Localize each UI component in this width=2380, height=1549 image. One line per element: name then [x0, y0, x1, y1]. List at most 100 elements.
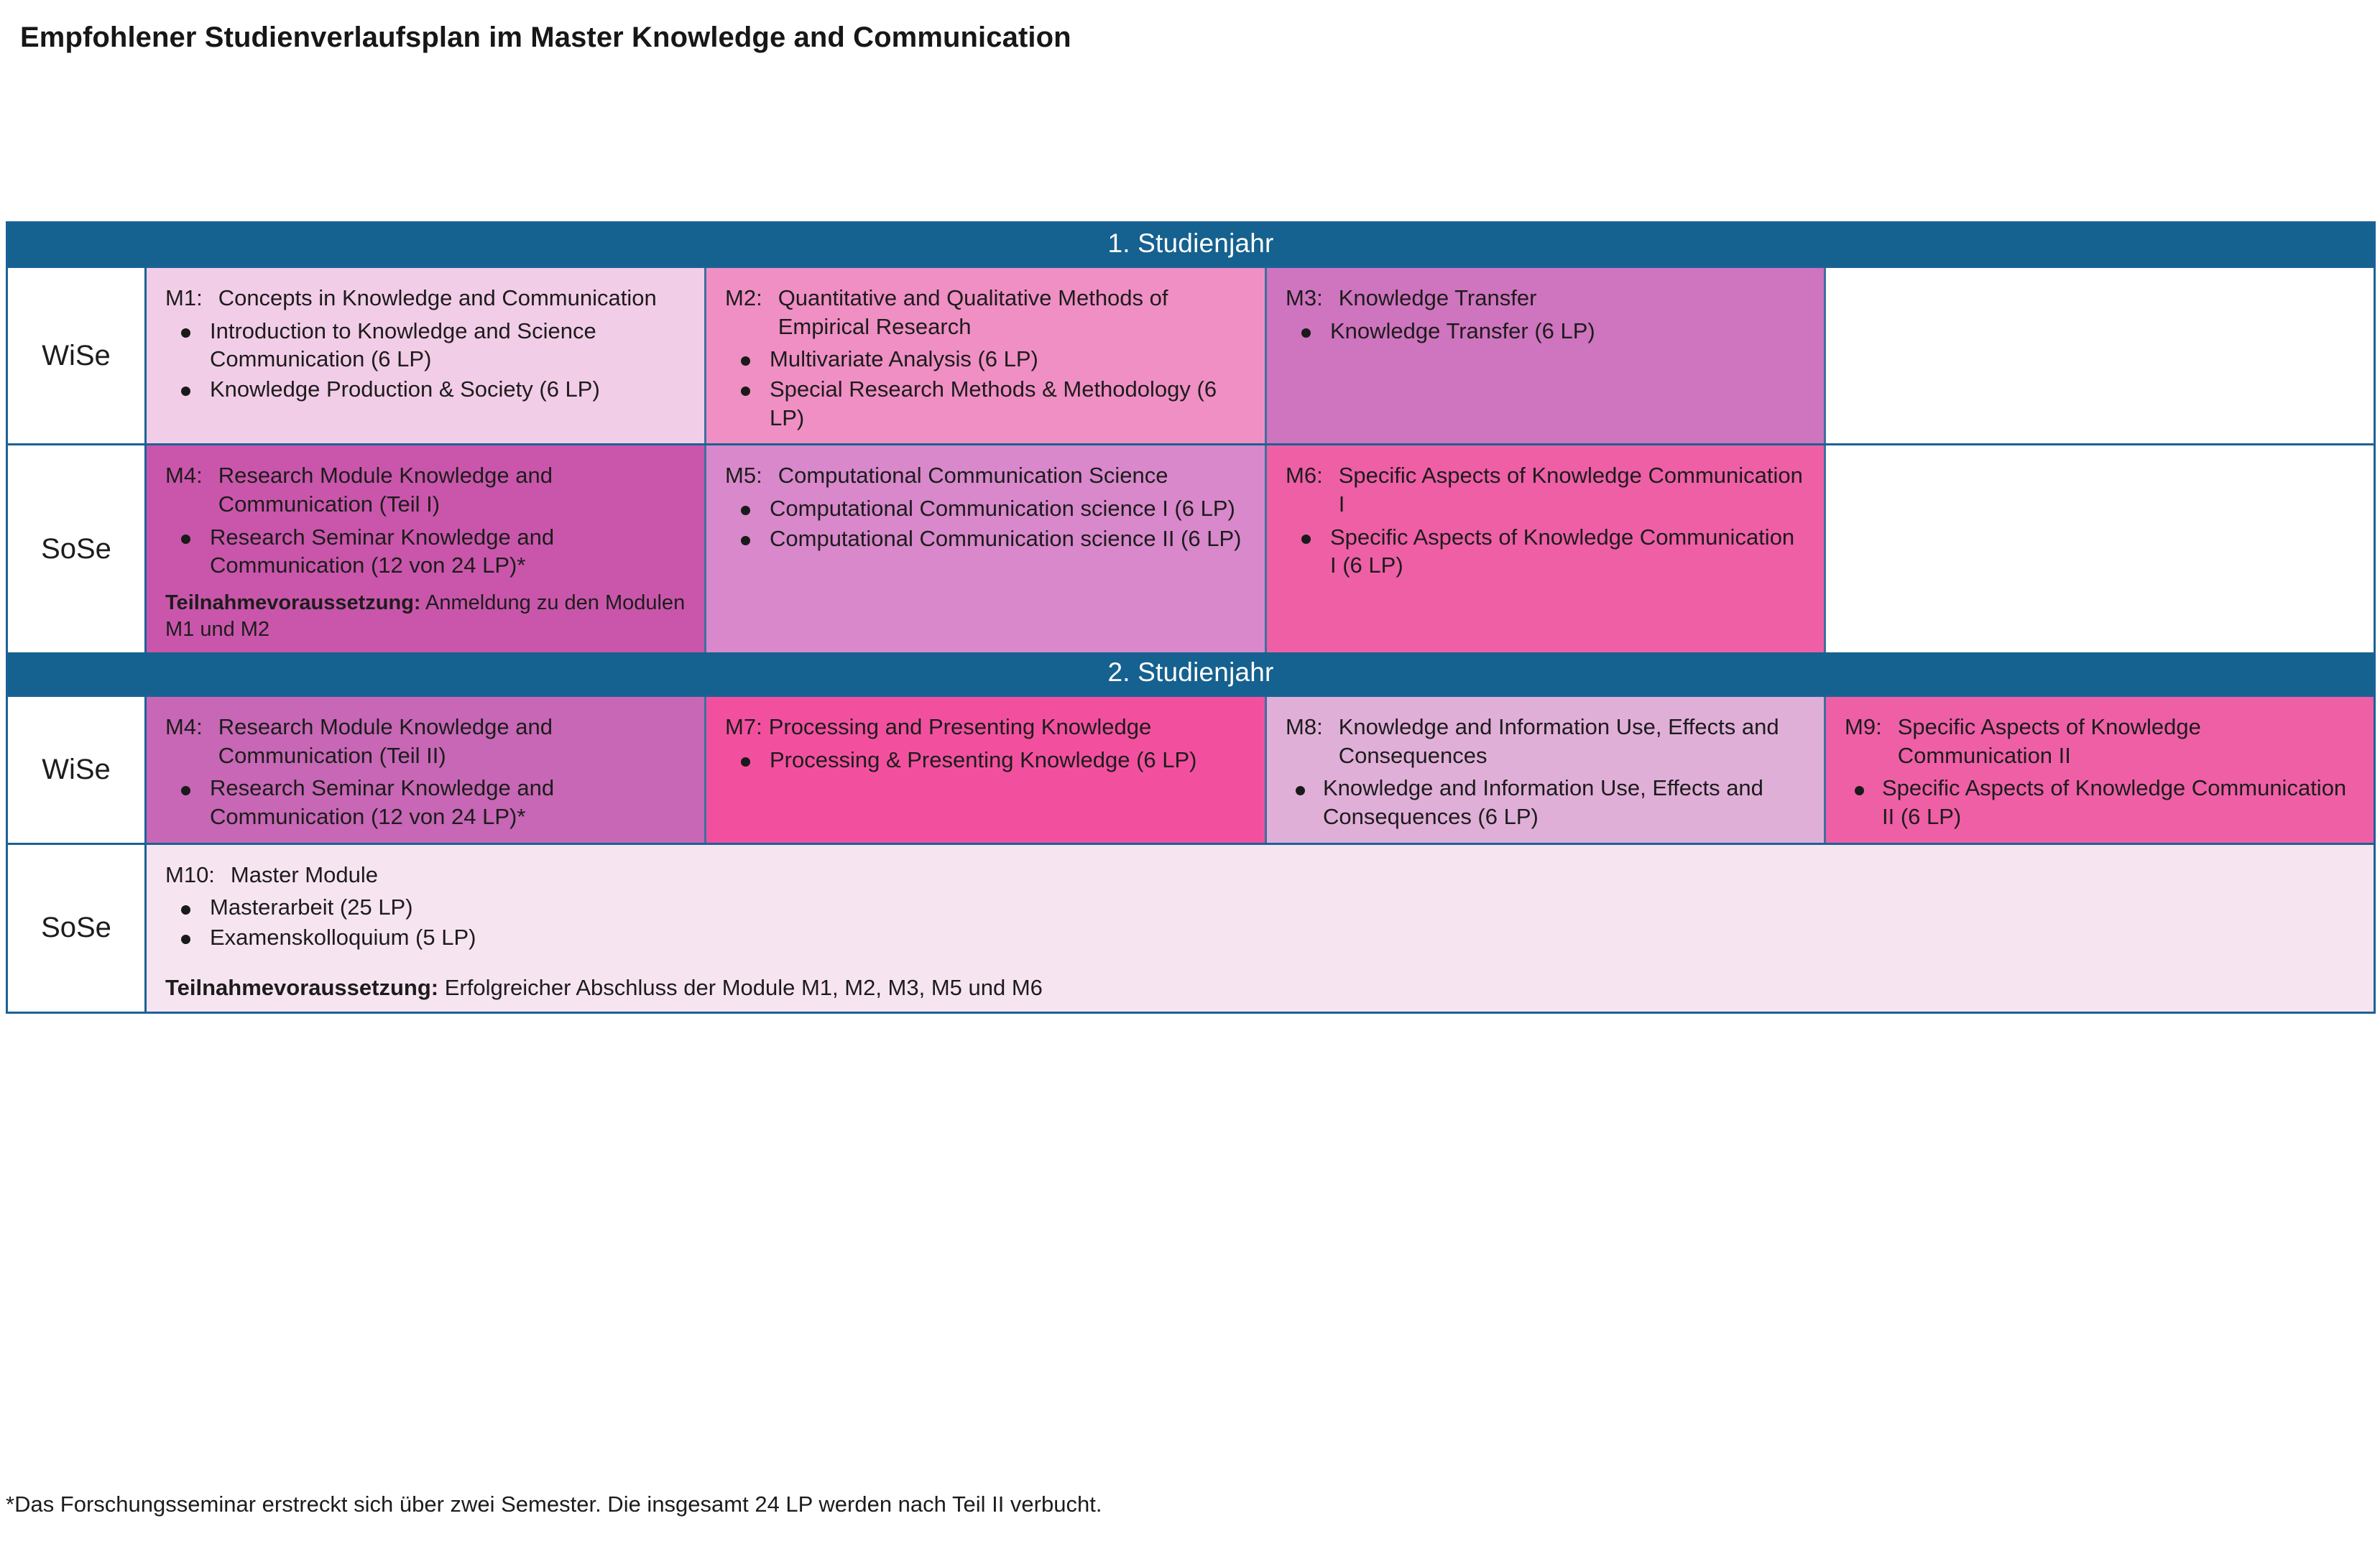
semester-label-sose-2: SoSe	[8, 844, 147, 1012]
module-cell-m2[interactable]: M2: Quantitative and Qualitative Methods…	[706, 268, 1267, 444]
bullet-dot-icon	[181, 387, 190, 397]
year-band-1: 1. Studienjahr	[8, 223, 2374, 266]
semester-row-wise-2: WiSe M4: Research Module Knowledge and C…	[8, 695, 2374, 843]
module-cell-m8[interactable]: M8: Knowledge and Information Use, Effec…	[1267, 697, 1826, 843]
bullet-text: Knowledge and Information Use, Effects a…	[1323, 775, 1763, 830]
bullet-text: Multivariate Analysis (6 LP)	[770, 346, 1038, 372]
bullet-dot-icon	[1301, 328, 1311, 338]
bullet-text: Research Seminar Knowledge and Communica…	[210, 775, 555, 830]
semester-row-sose-2: SoSe M10: Master Module Masterarbeit (25…	[8, 842, 2374, 1012]
module-code-m4-teil1: M4:	[165, 463, 203, 489]
bullet-text: Specific Aspects of Knowledge Communicat…	[1882, 775, 2347, 830]
semester-cells-sose-1: M4: Research Module Knowledge and Commun…	[147, 445, 2374, 653]
module-code-m9: M9:	[1845, 714, 1882, 740]
module-header-m6: M6: Specific Aspects of Knowledge Commun…	[1286, 461, 1805, 518]
module-bullets-m4-teil2: Research Seminar Knowledge and Communica…	[165, 774, 686, 831]
module-cell-m3[interactable]: M3: Knowledge Transfer Knowledge Transfe…	[1267, 268, 1826, 444]
list-item: Specific Aspects of Knowledge Communicat…	[1286, 523, 1805, 580]
module-bullets-m7: Processing & Presenting Knowledge (6 LP)	[725, 746, 1246, 774]
module-title-m6: Specific Aspects of Knowledge Communicat…	[1338, 463, 1803, 517]
module-header-m4-teil2: M4: Research Module Knowledge and Commun…	[165, 713, 686, 769]
note-label: Teilnahmevoraussetzung:	[165, 591, 421, 615]
module-title-m8: Knowledge and Information Use, Effects a…	[1338, 714, 1779, 768]
module-title-m9: Specific Aspects of Knowledge Communicat…	[1897, 714, 2201, 768]
module-header-m8: M8: Knowledge and Information Use, Effec…	[1286, 713, 1805, 769]
module-header-m7: M7: Processing and Presenting Knowledge	[725, 713, 1246, 741]
list-item: Introduction to Knowledge and Science Co…	[165, 317, 686, 374]
module-code-m8: M8:	[1286, 714, 1323, 740]
module-header-m10: M10: Master Module	[165, 861, 2355, 889]
bullet-text: Research Seminar Knowledge and Communica…	[210, 524, 555, 578]
module-code-m4-teil2: M4:	[165, 714, 203, 740]
bullet-dot-icon	[741, 356, 750, 366]
bullet-text: Introduction to Knowledge and Science Co…	[210, 318, 596, 372]
module-bullets-m8: Knowledge and Information Use, Effects a…	[1286, 774, 1805, 831]
bullet-dot-icon	[741, 387, 750, 397]
semester-row-sose-1: SoSe M4: Research Module Knowledge and C…	[8, 443, 2374, 653]
module-title-m4-teil1: Research Module Knowledge and Communicat…	[218, 463, 553, 517]
footnote: *Das Forschungsseminar erstreckt sich üb…	[6, 1492, 1102, 1517]
semester-cells-wise-1: M1: Concepts in Knowledge and Communicat…	[147, 268, 2374, 444]
module-title-m7: Processing and Presenting Knowledge	[768, 714, 1152, 740]
module-header-m9: M9: Specific Aspects of Knowledge Commun…	[1845, 713, 2355, 769]
bullet-dot-icon	[741, 535, 750, 545]
list-item: Computational Communication science I (6…	[725, 494, 1246, 523]
bullet-dot-icon	[1855, 785, 1864, 795]
module-code-m5: M5:	[725, 463, 762, 489]
module-title-m4-teil2: Research Module Knowledge and Communicat…	[218, 714, 553, 768]
bullet-dot-icon	[181, 534, 190, 544]
bullet-text: Computational Communication science I (6…	[770, 496, 1235, 522]
module-cell-m9[interactable]: M9: Specific Aspects of Knowledge Commun…	[1826, 697, 2374, 843]
list-item: Examenskolloquium (5 LP)	[165, 923, 2355, 952]
list-item: Specific Aspects of Knowledge Communicat…	[1845, 774, 2355, 831]
module-code-m7: M7:	[725, 714, 762, 740]
list-item: Research Seminar Knowledge and Communica…	[165, 774, 686, 831]
module-header-m5: M5: Computational Communication Science	[725, 461, 1246, 490]
module-cell-m10[interactable]: M10: Master Module Masterarbeit (25 LP) …	[147, 844, 2374, 1012]
bullet-dot-icon	[181, 905, 190, 915]
module-header-m3: M3: Knowledge Transfer	[1286, 284, 1805, 313]
list-item: Knowledge Production & Society (6 LP)	[165, 375, 686, 404]
module-title-m2: Quantitative and Qualitative Methods of …	[778, 285, 1168, 339]
module-bullets-m2: Multivariate Analysis (6 LP) Special Res…	[725, 345, 1246, 432]
bullet-dot-icon	[741, 757, 750, 767]
bullet-text: Specific Aspects of Knowledge Communicat…	[1330, 524, 1795, 578]
semester-cells-wise-2: M4: Research Module Knowledge and Commun…	[147, 697, 2374, 843]
bullet-dot-icon	[741, 506, 750, 516]
bullet-text: Knowledge Production & Society (6 LP)	[210, 376, 600, 402]
module-code-m1: M1:	[165, 285, 203, 310]
module-cell-m6[interactable]: M6: Specific Aspects of Knowledge Commun…	[1267, 445, 1826, 653]
module-cell-m1[interactable]: M1: Concepts in Knowledge and Communicat…	[147, 268, 706, 444]
bullet-text: Processing & Presenting Knowledge (6 LP)	[770, 746, 1197, 772]
semester-label-wise-2: WiSe	[8, 697, 147, 843]
module-code-m3: M3:	[1286, 285, 1323, 310]
bullet-text: Examenskolloquium (5 LP)	[210, 925, 476, 951]
bullet-dot-icon	[1296, 785, 1305, 795]
list-item: Special Research Methods & Methodology (…	[725, 375, 1246, 432]
module-bullets-m10: Masterarbeit (25 LP) Examenskolloquium (…	[165, 893, 2355, 951]
page-title: Empfohlener Studienverlaufsplan im Maste…	[20, 22, 1071, 53]
module-bullets-m5: Computational Communication science I (6…	[725, 494, 1246, 552]
list-item: Processing & Presenting Knowledge (6 LP)	[725, 746, 1246, 774]
module-cell-m5[interactable]: M5: Computational Communication Science …	[706, 445, 1267, 653]
module-title-m10: Master Module	[230, 861, 378, 887]
bullet-text: Computational Communication science II (…	[770, 525, 1242, 551]
module-title-m3: Knowledge Transfer	[1338, 285, 1537, 310]
semester-row-wise-1: WiSe M1: Concepts in Knowledge and Commu…	[8, 266, 2374, 444]
bullet-text: Masterarbeit (25 LP)	[210, 894, 413, 920]
module-title-m1: Concepts in Knowledge and Communication	[218, 285, 657, 310]
note-text: Erfolgreicher Abschluss der Module M1, M…	[438, 974, 1043, 1000]
module-cell-m4-teil1[interactable]: M4: Research Module Knowledge and Commun…	[147, 445, 706, 653]
module-bullets-m3: Knowledge Transfer (6 LP)	[1286, 317, 1805, 346]
list-item: Knowledge Transfer (6 LP)	[1286, 317, 1805, 346]
bullet-dot-icon	[1301, 534, 1311, 544]
module-bullets-m4-teil1: Research Seminar Knowledge and Communica…	[165, 523, 686, 580]
module-note-m4-teil1: Teilnahmevoraussetzung: Anmeldung zu den…	[165, 590, 686, 642]
module-cell-m4-teil2[interactable]: M4: Research Module Knowledge and Commun…	[147, 697, 706, 843]
module-note-m10: Teilnahmevoraussetzung: Erfolgreicher Ab…	[165, 974, 2355, 1002]
module-code-m2: M2:	[725, 285, 762, 310]
bullet-dot-icon	[181, 935, 190, 945]
module-cell-m7[interactable]: M7: Processing and Presenting Knowledge …	[706, 697, 1267, 843]
semester-label-sose-1: SoSe	[8, 445, 147, 653]
list-item: Computational Communication science II (…	[725, 524, 1246, 553]
